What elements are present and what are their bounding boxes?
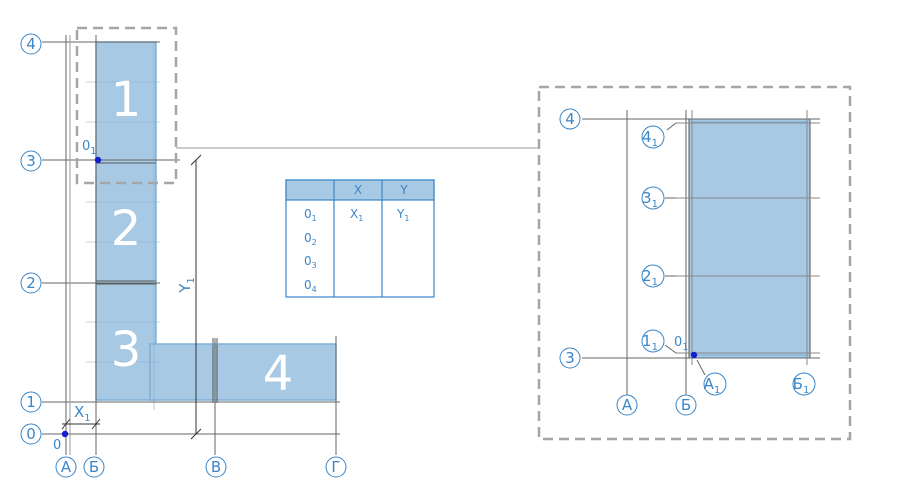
zone-label-2: 2 bbox=[111, 201, 142, 257]
table-header-row bbox=[285, 179, 435, 201]
row-axis-bubble-3: 3 bbox=[20, 150, 42, 172]
row-axis-bubble-4: 4 bbox=[20, 33, 42, 55]
svg-text:Б: Б bbox=[681, 396, 691, 414]
col-axis-bubble-g: Г bbox=[325, 456, 347, 478]
svg-text:В: В bbox=[211, 458, 221, 476]
svg-text:4: 4 bbox=[26, 35, 36, 53]
detail-local-origin-point bbox=[690, 351, 698, 359]
building-vertical-part bbox=[95, 41, 157, 401]
svg-text:11: 11 bbox=[642, 332, 658, 353]
svg-text:3: 3 bbox=[565, 349, 575, 367]
svg-text:3: 3 bbox=[26, 152, 36, 170]
table-cell-x: X1 bbox=[350, 207, 363, 223]
row-axis-bubble-2: 2 bbox=[20, 272, 42, 294]
zone-label-3: 3 bbox=[111, 322, 142, 378]
svg-text:Г: Г bbox=[331, 458, 340, 476]
col-axis-bubble-v: В bbox=[205, 456, 227, 478]
svg-text:А1: А1 bbox=[704, 375, 721, 396]
svg-text:1: 1 bbox=[26, 393, 36, 411]
table-row-name: 04 bbox=[304, 278, 317, 294]
global-origin-point bbox=[61, 430, 69, 438]
svg-text:41: 41 bbox=[642, 128, 658, 149]
detail-axis-grid bbox=[582, 110, 820, 395]
table-header-cell: X bbox=[354, 183, 362, 197]
local-origin-point bbox=[94, 156, 102, 164]
row-axis-bubble-1: 1 bbox=[20, 391, 42, 413]
local-col-bubble-b-1: Б1 bbox=[792, 372, 816, 396]
axis-grid-left bbox=[42, 35, 340, 455]
row-axis-bubbles: 4 3 2 1 0 bbox=[20, 33, 42, 445]
local-row-bubble-2-1: 21 bbox=[641, 264, 665, 288]
detail-local-origin-label: 01 bbox=[674, 335, 689, 353]
building-outline bbox=[86, 41, 337, 410]
detail-row-bubble-4: 4 bbox=[559, 108, 581, 130]
building-horizontal-part bbox=[149, 343, 337, 401]
svg-text:0: 0 bbox=[26, 425, 36, 443]
svg-text:2: 2 bbox=[26, 274, 36, 292]
table-header-cell: Y bbox=[399, 183, 408, 197]
dim-x-label: X1 bbox=[74, 403, 91, 424]
local-origin-label: 01 bbox=[82, 139, 97, 157]
global-origin-label: 0 bbox=[53, 438, 61, 453]
detail-col-bubble-a: А bbox=[616, 394, 638, 416]
svg-text:Б1: Б1 bbox=[793, 375, 810, 396]
svg-text:31: 31 bbox=[642, 189, 658, 210]
table-cell-y: Y1 bbox=[396, 207, 409, 223]
col-axis-bubbles: А Б В Г bbox=[55, 456, 347, 478]
svg-text:А: А bbox=[622, 396, 633, 414]
zone-label-4: 4 bbox=[263, 346, 294, 402]
row-axis-bubble-0: 0 bbox=[20, 423, 42, 445]
zone-label-1: 1 bbox=[111, 72, 142, 128]
svg-text:4: 4 bbox=[565, 110, 575, 128]
table-row-name: 03 bbox=[304, 254, 317, 270]
zone-labels: 1 2 3 4 bbox=[111, 72, 294, 402]
table-row-name: 02 bbox=[304, 231, 317, 247]
detail-callout-frame bbox=[75, 26, 178, 185]
local-col-bubble-a-1: А1 bbox=[703, 372, 727, 396]
svg-text:21: 21 bbox=[642, 267, 658, 288]
col-axis-bubble-a: А bbox=[55, 456, 77, 478]
local-row-bubble-4-1: 41 bbox=[641, 125, 665, 149]
col-axis-bubble-b: Б bbox=[83, 456, 105, 478]
interior-grid bbox=[86, 42, 160, 410]
dimension-x1: X1 bbox=[61, 403, 101, 430]
detail-view-frame bbox=[537, 85, 852, 441]
svg-text:Б: Б bbox=[89, 458, 99, 476]
table-row-name: 01 bbox=[304, 207, 317, 223]
dimension-y1: Y1 bbox=[176, 154, 202, 440]
coordinates-table: X Y 01 X1 Y1 02 03 04 bbox=[285, 179, 435, 298]
dim-y-label: Y1 bbox=[176, 277, 197, 294]
detail-element-fill bbox=[688, 118, 811, 359]
detail-row-bubble-3: 3 bbox=[559, 347, 581, 369]
detail-col-bubble-b: Б bbox=[675, 394, 697, 416]
local-row-bubble-3-1: 31 bbox=[641, 186, 665, 210]
svg-text:А: А bbox=[61, 458, 72, 476]
local-row-bubble-1-1: 11 bbox=[641, 329, 665, 353]
detail-building bbox=[688, 118, 811, 359]
